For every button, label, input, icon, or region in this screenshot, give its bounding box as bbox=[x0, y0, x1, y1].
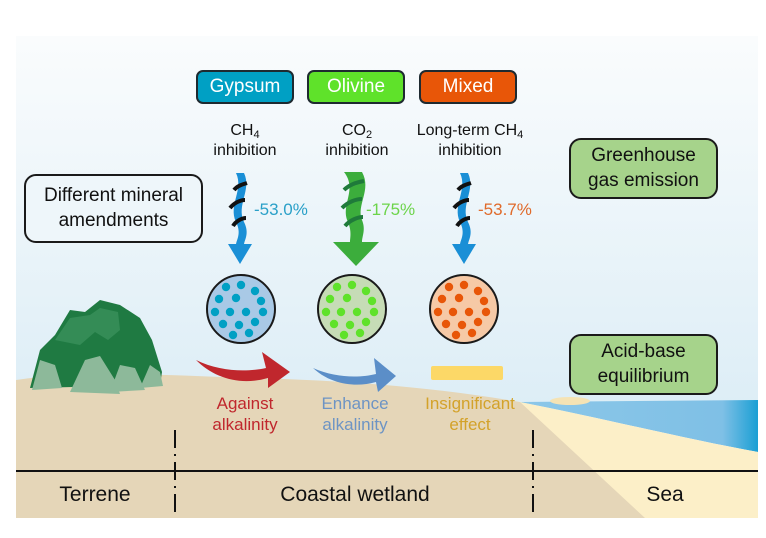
particle-dot bbox=[329, 319, 339, 329]
gypsum-change-value: -53.0% bbox=[254, 200, 308, 219]
particle-dot bbox=[448, 307, 458, 317]
particle-dot bbox=[457, 320, 467, 330]
olivine-tag: Olivine bbox=[307, 70, 405, 104]
particle-dot bbox=[250, 286, 260, 296]
particle-dot bbox=[467, 328, 477, 338]
gypsum-label: Gypsum bbox=[209, 76, 281, 97]
particle-dot bbox=[221, 282, 231, 292]
particle-dot bbox=[464, 307, 474, 317]
particle-dot bbox=[347, 280, 357, 290]
particle-dot bbox=[441, 319, 451, 329]
particle-dot bbox=[256, 296, 266, 306]
mixed-ch4-arrow bbox=[452, 173, 476, 264]
particle-dot bbox=[479, 296, 489, 306]
particle-dot bbox=[321, 307, 331, 317]
particle-dot bbox=[234, 320, 244, 330]
particle-dot bbox=[250, 317, 260, 327]
gypsum-tag: Gypsum bbox=[196, 70, 294, 104]
olivine-co2-arrow bbox=[333, 172, 379, 266]
different-mineral-amendments-box: Different mineral amendments bbox=[24, 174, 203, 243]
particle-dot bbox=[481, 307, 491, 317]
particle-dot bbox=[454, 293, 464, 303]
gypsum-particle-icon bbox=[206, 274, 276, 344]
particle-dot bbox=[473, 317, 483, 327]
particle-dot bbox=[459, 280, 469, 290]
particle-dot bbox=[339, 330, 349, 340]
particle-dot bbox=[214, 294, 224, 304]
mixed-tag: Mixed bbox=[419, 70, 517, 104]
particle-dot bbox=[451, 330, 461, 340]
particle-dot bbox=[361, 286, 371, 296]
particle-dot bbox=[444, 282, 454, 292]
sea bbox=[520, 400, 758, 452]
olivine-change-value: -175% bbox=[366, 200, 416, 219]
gypsum-ch4-arrow bbox=[228, 173, 252, 264]
acid-base-equilibrium-box: Acid-base equilibrium bbox=[569, 334, 718, 395]
particle-dot bbox=[367, 296, 377, 306]
olivine-effect-label: Enhance alkalinity bbox=[321, 394, 389, 435]
particle-dot bbox=[241, 307, 251, 317]
particle-dot bbox=[342, 293, 352, 303]
mixed-particle-icon bbox=[429, 274, 499, 344]
zone-coastal-wetland: Coastal wetland bbox=[280, 483, 430, 506]
mixed-change-value: -53.7% bbox=[478, 200, 532, 219]
particle-dot bbox=[355, 328, 365, 338]
olivine-particle-icon bbox=[317, 274, 387, 344]
olivine-inhibition-label: CO2 inhibition bbox=[325, 122, 389, 159]
sand-patch bbox=[550, 397, 590, 405]
particle-dot bbox=[244, 328, 254, 338]
particle-dot bbox=[336, 307, 346, 317]
particle-dot bbox=[437, 294, 447, 304]
mixed-inhibition-label: Long-term CH4 inhibition bbox=[416, 122, 524, 159]
mixed-label: Mixed bbox=[442, 76, 494, 97]
particle-dot bbox=[345, 320, 355, 330]
particle-dot bbox=[473, 286, 483, 296]
particle-dot bbox=[258, 307, 268, 317]
particle-dot bbox=[352, 307, 362, 317]
mountain-icon bbox=[30, 300, 163, 394]
enhance-alkalinity-arrow bbox=[313, 358, 396, 392]
particle-dot bbox=[236, 280, 246, 290]
particle-dot bbox=[228, 330, 238, 340]
particle-dot bbox=[369, 307, 379, 317]
olivine-label: Olivine bbox=[326, 76, 386, 97]
zone-terrene: Terrene bbox=[59, 483, 131, 506]
mixed-effect-label: Insignificant effect bbox=[425, 394, 515, 435]
insignificant-effect-bar bbox=[431, 366, 503, 380]
particle-dot bbox=[325, 294, 335, 304]
gypsum-inhibition-label: CH4 inhibition bbox=[213, 122, 277, 159]
gypsum-effect-label: Against alkalinity bbox=[212, 394, 278, 435]
particle-dot bbox=[361, 317, 371, 327]
zone-sea: Sea bbox=[646, 483, 684, 506]
particle-dot bbox=[332, 282, 342, 292]
against-alkalinity-arrow bbox=[196, 352, 290, 388]
particle-dot bbox=[225, 307, 235, 317]
particle-dot bbox=[433, 307, 443, 317]
greenhouse-gas-emission-box: Greenhouse gas emission bbox=[569, 138, 718, 199]
particle-dot bbox=[218, 319, 228, 329]
particle-dot bbox=[210, 307, 220, 317]
particle-dot bbox=[231, 293, 241, 303]
land bbox=[16, 374, 645, 518]
